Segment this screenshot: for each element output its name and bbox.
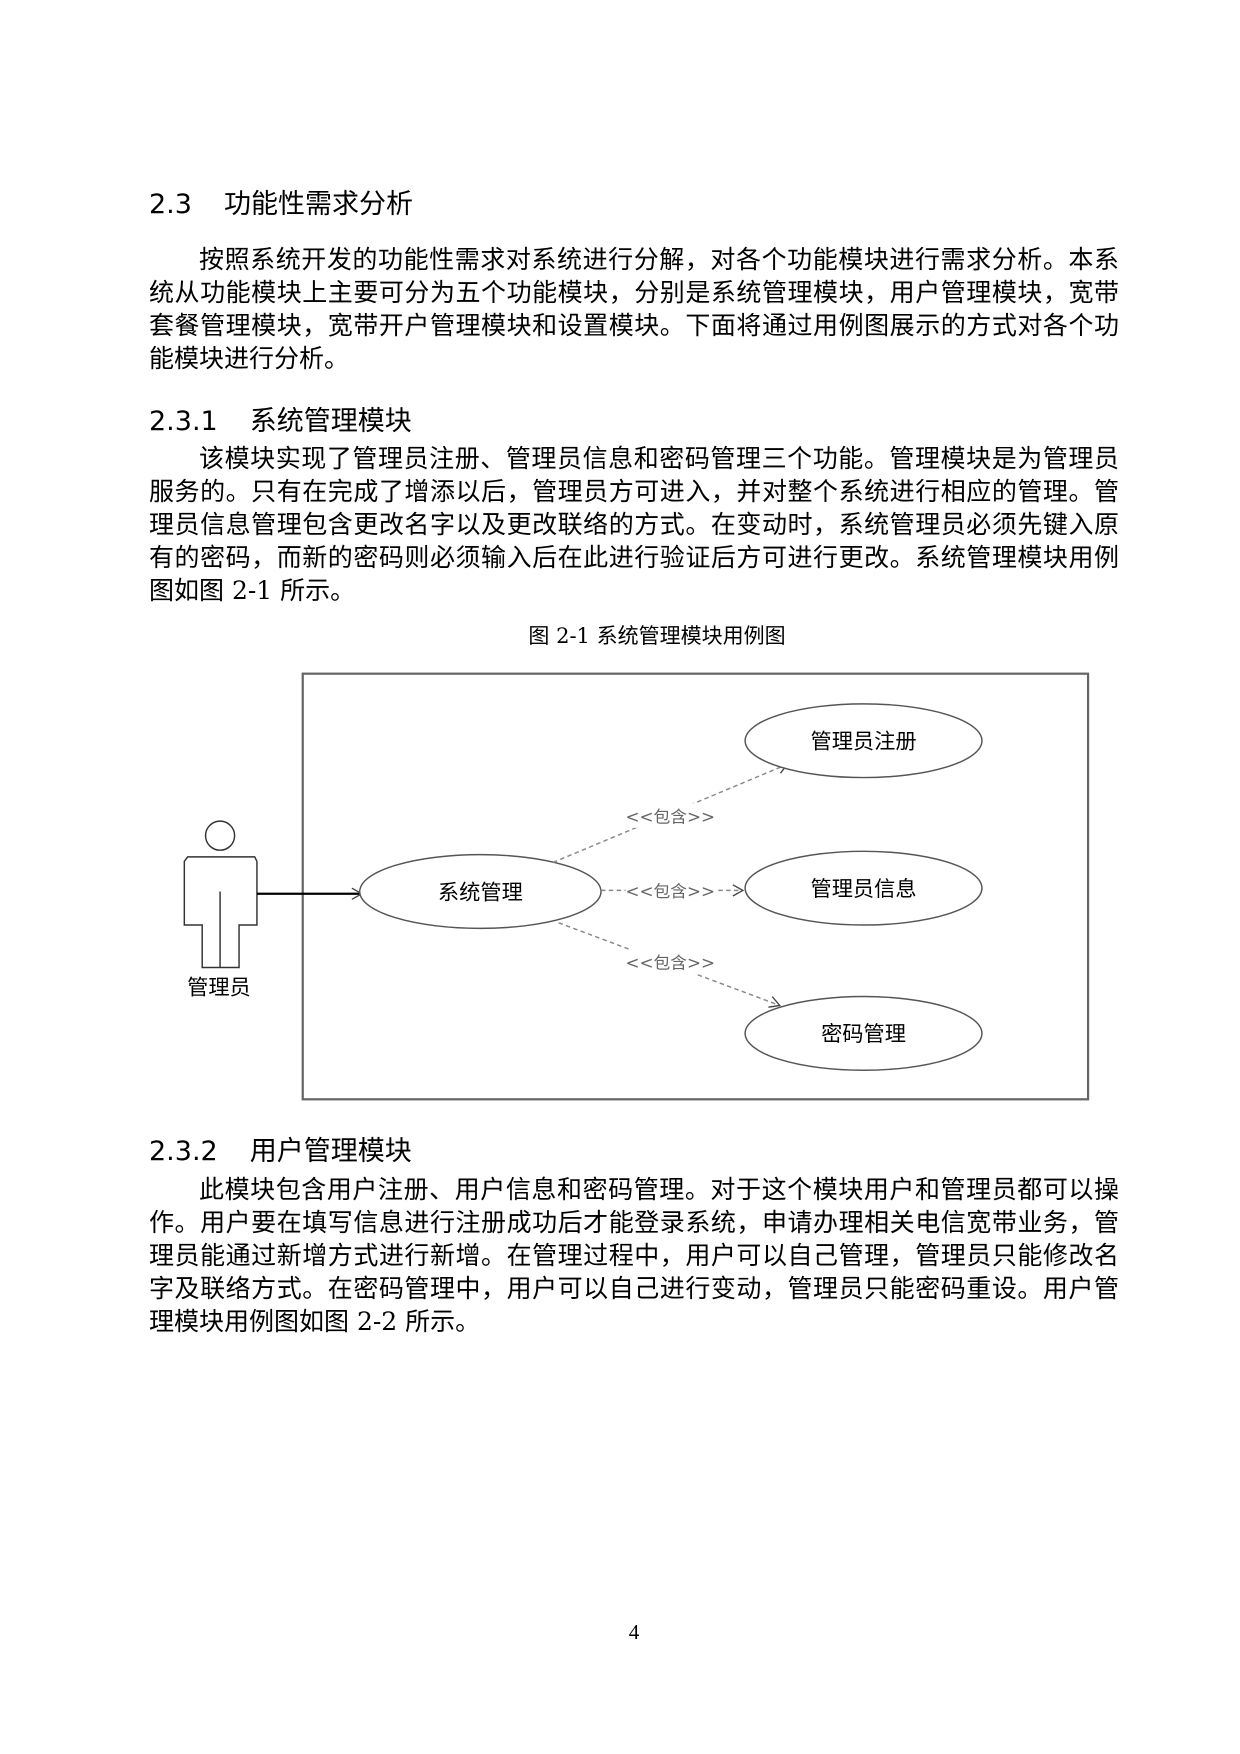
use-case-main: 系统管理 bbox=[358, 853, 602, 930]
actor-icon bbox=[183, 820, 258, 969]
section-title: 系统管理模块 bbox=[249, 406, 412, 437]
section-heading-2-3-1: 2.3.1 系统管理模块 bbox=[149, 399, 412, 438]
svg-text:管理员信息: 管理员信息 bbox=[810, 877, 916, 902]
svg-text:密码管理: 密码管理 bbox=[821, 1022, 906, 1047]
paragraph-2-3-2: 此模块包含用户注册、用户信息和密码管理。对于这个模块用户和管理员都可以操作。用户… bbox=[149, 1175, 1119, 1336]
actor-label: 管理员 bbox=[187, 975, 251, 1000]
svg-text:管理员注册: 管理员注册 bbox=[810, 730, 916, 755]
paragraph-2-3-1: 该模块实现了管理员注册、管理员信息和密码管理三个功能。管理模块是为管理员服务的。… bbox=[149, 444, 1119, 605]
section-heading-2-3: 2.3 功能性需求分析 bbox=[149, 182, 413, 221]
paragraph-2-3: 按照系统开发的功能性需求对系统进行分解，对各个功能模块进行需求分析。本系统从功能… bbox=[149, 245, 1119, 373]
svg-text:系统管理: 系统管理 bbox=[438, 880, 523, 905]
section-heading-2-3-2: 2.3.2 用户管理模块 bbox=[149, 1129, 412, 1168]
figure-caption: 图 2-1 系统管理模块用例图 bbox=[528, 624, 786, 648]
system-boundary bbox=[301, 672, 1090, 1101]
section-title: 功能性需求分析 bbox=[223, 189, 413, 220]
section-number: 2.3.2 bbox=[149, 1136, 218, 1167]
page-number: 4 bbox=[628, 1620, 640, 1644]
section-number: 2.3.1 bbox=[149, 406, 218, 437]
include-label-1: <<包含>> bbox=[625, 806, 715, 826]
include-label-3: <<包含>> bbox=[625, 953, 715, 973]
use-case-3: 密码管理 bbox=[744, 995, 983, 1071]
use-case-1: 管理员注册 bbox=[744, 703, 983, 779]
section-title: 用户管理模块 bbox=[249, 1136, 412, 1167]
use-case-2: 管理员信息 bbox=[744, 850, 983, 926]
section-number: 2.3 bbox=[149, 189, 192, 220]
include-label-2: <<包含>> bbox=[625, 881, 715, 901]
